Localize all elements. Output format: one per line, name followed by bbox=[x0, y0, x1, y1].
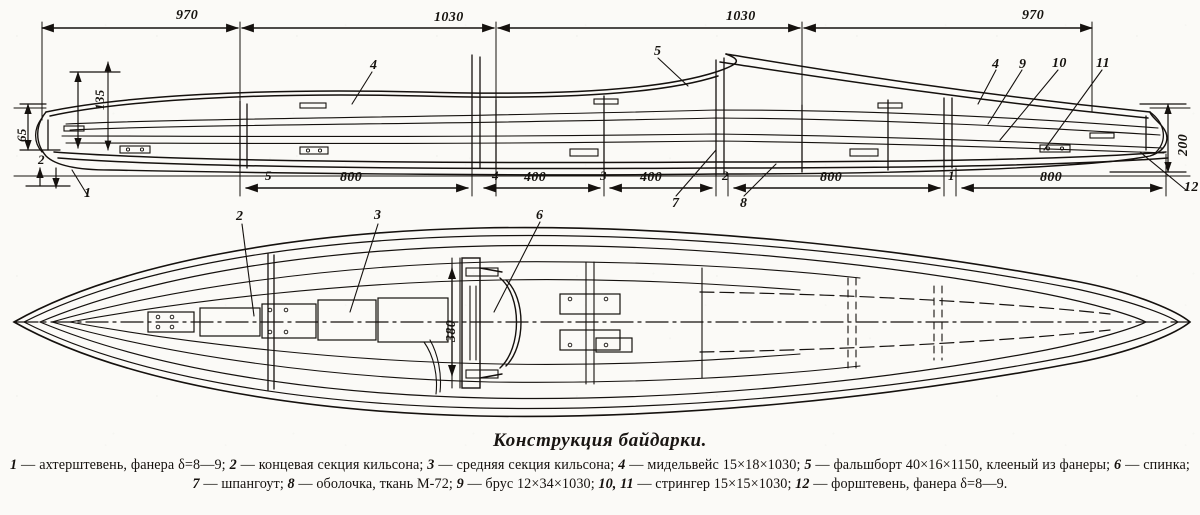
legend-item: 6 — спинка; bbox=[1114, 457, 1190, 473]
span-400-b: 400 bbox=[640, 170, 663, 185]
callout-9: 9 bbox=[1019, 57, 1027, 72]
legend-text: мидельвейс 15×18×1030; bbox=[647, 457, 801, 473]
legend-text: концевая секция кильсона; bbox=[258, 457, 424, 473]
legend-text: оболочка, ткань М-72; bbox=[316, 475, 453, 492]
span-800-c: 800 bbox=[1040, 170, 1063, 185]
legend-text: средняя секция кильсона; bbox=[456, 457, 615, 473]
legend-item: 2 — концевая секция кильсона; bbox=[229, 457, 424, 473]
dim-plan-380: 380 bbox=[444, 319, 459, 342]
legend-text: фальшборт 40×16×1150, клееный из фанеры; bbox=[833, 457, 1111, 473]
dim-top-1: 970 bbox=[176, 8, 199, 23]
legend-key: 12 bbox=[795, 475, 810, 492]
legend-key: 8 bbox=[287, 475, 295, 492]
legend-key: 2 bbox=[229, 457, 237, 473]
legend-key: 7 bbox=[192, 475, 200, 492]
callout-4-left: 4 bbox=[370, 58, 378, 73]
legend-item: 5 — фальшборт 40×16×1150, клееный из фан… bbox=[804, 457, 1111, 473]
callout-7: 7 bbox=[672, 196, 680, 211]
legend-text: стрингер 15×15×1030; bbox=[655, 475, 792, 492]
legend-key: 3 bbox=[427, 457, 435, 473]
legend-item: 3 — средняя секция кильсона; bbox=[427, 457, 615, 473]
figure-title: Конструкция байдарки. bbox=[493, 430, 707, 451]
legend-key: 5 bbox=[804, 457, 812, 473]
callout-11: 11 bbox=[1096, 56, 1111, 71]
figure-legend: 1 — ахтерштевень, фанера δ=8—9; 2 — конц… bbox=[10, 456, 1190, 493]
station-1: 1 bbox=[948, 168, 955, 183]
station-4: 4 bbox=[492, 168, 499, 183]
dim-top-2: 1030 bbox=[434, 10, 464, 25]
legend-text: ахтерштевень, фанера δ=8—9; bbox=[39, 457, 226, 473]
dim-left-2: 2 bbox=[38, 152, 45, 167]
legend-item: 10, 11 — стрингер 15×15×1030; bbox=[598, 475, 792, 492]
legend-text: шпангоут; bbox=[221, 475, 284, 492]
legend-key: 4 bbox=[618, 457, 626, 473]
legend-key: 10, 11 bbox=[598, 475, 634, 492]
callout-8: 8 bbox=[740, 196, 748, 211]
legend-text: спинка; bbox=[1143, 457, 1190, 473]
legend-item: 8 — оболочка, ткань М-72; bbox=[287, 475, 453, 492]
station-2: 2 bbox=[722, 168, 729, 183]
span-800-a: 800 bbox=[340, 170, 363, 185]
station-3: 3 bbox=[600, 168, 607, 183]
callout-6-plan: 6 bbox=[536, 208, 544, 223]
legend-item: 1 — ахтерштевень, фанера δ=8—9; bbox=[10, 457, 226, 473]
legend-key: 1 bbox=[10, 457, 18, 473]
legend-item: 12 — форштевень, фанера δ=8—9. bbox=[795, 475, 1008, 492]
span-800-b: 800 bbox=[820, 170, 843, 185]
callout-4-right: 4 bbox=[992, 57, 1000, 72]
legend-item: 4 — мидельвейс 15×18×1030; bbox=[618, 457, 801, 473]
station-5: 5 bbox=[265, 168, 272, 183]
legend-text: форштевень, фанера δ=8—9. bbox=[831, 475, 1008, 492]
callout-10: 10 bbox=[1052, 56, 1067, 71]
technical-drawing bbox=[12, 21, 1192, 418]
callout-5: 5 bbox=[654, 44, 662, 59]
dim-top-3: 1030 bbox=[726, 9, 756, 24]
legend-text: брус 12×34×1030; bbox=[485, 475, 595, 492]
legend-item: 7 — шпангоут; bbox=[192, 475, 284, 492]
callout-3-plan: 3 bbox=[374, 208, 382, 223]
legend-item: 9 — брус 12×34×1030; bbox=[456, 475, 595, 492]
span-400-a: 400 bbox=[524, 170, 547, 185]
callout-2-plan: 2 bbox=[236, 209, 244, 224]
dim-right-200: 200 bbox=[1176, 133, 1191, 156]
callout-12: 12 bbox=[1184, 180, 1199, 195]
dim-left-65: 65 bbox=[14, 128, 29, 142]
legend-key: 6 bbox=[1114, 457, 1122, 473]
legend-key: 9 bbox=[456, 475, 464, 492]
dim-left-135: 135 bbox=[92, 89, 107, 110]
callout-1: 1 bbox=[84, 186, 92, 201]
dim-top-4: 970 bbox=[1022, 8, 1045, 23]
